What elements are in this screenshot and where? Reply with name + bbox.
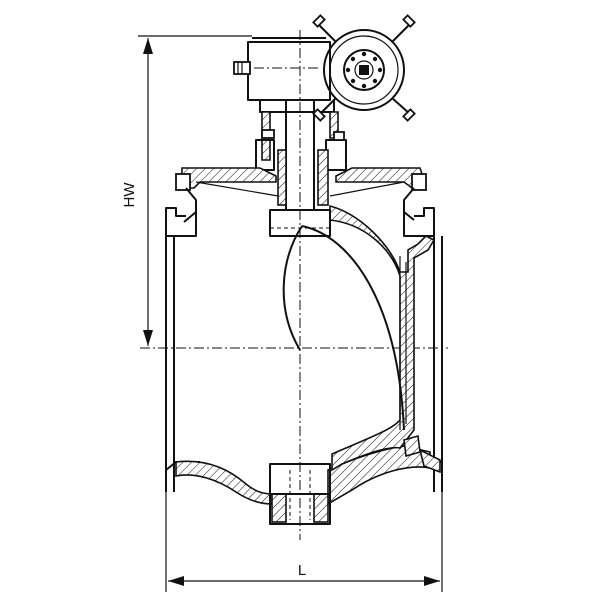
dimension-hw: HW: [121, 35, 252, 346]
top-trunnion: [269, 209, 331, 237]
yoke-bracket: [255, 111, 347, 171]
bonnet: [175, 167, 427, 223]
valve-body: [165, 207, 443, 506]
hw-label: HW: [121, 182, 138, 208]
l-label: L: [298, 562, 306, 579]
dimension-l: L: [165, 492, 443, 592]
bottom-trunnion: [269, 463, 331, 525]
handwheel: [312, 14, 416, 122]
disc: [282, 204, 436, 472]
seat-ring: [403, 434, 441, 474]
gearbox: [233, 37, 335, 113]
